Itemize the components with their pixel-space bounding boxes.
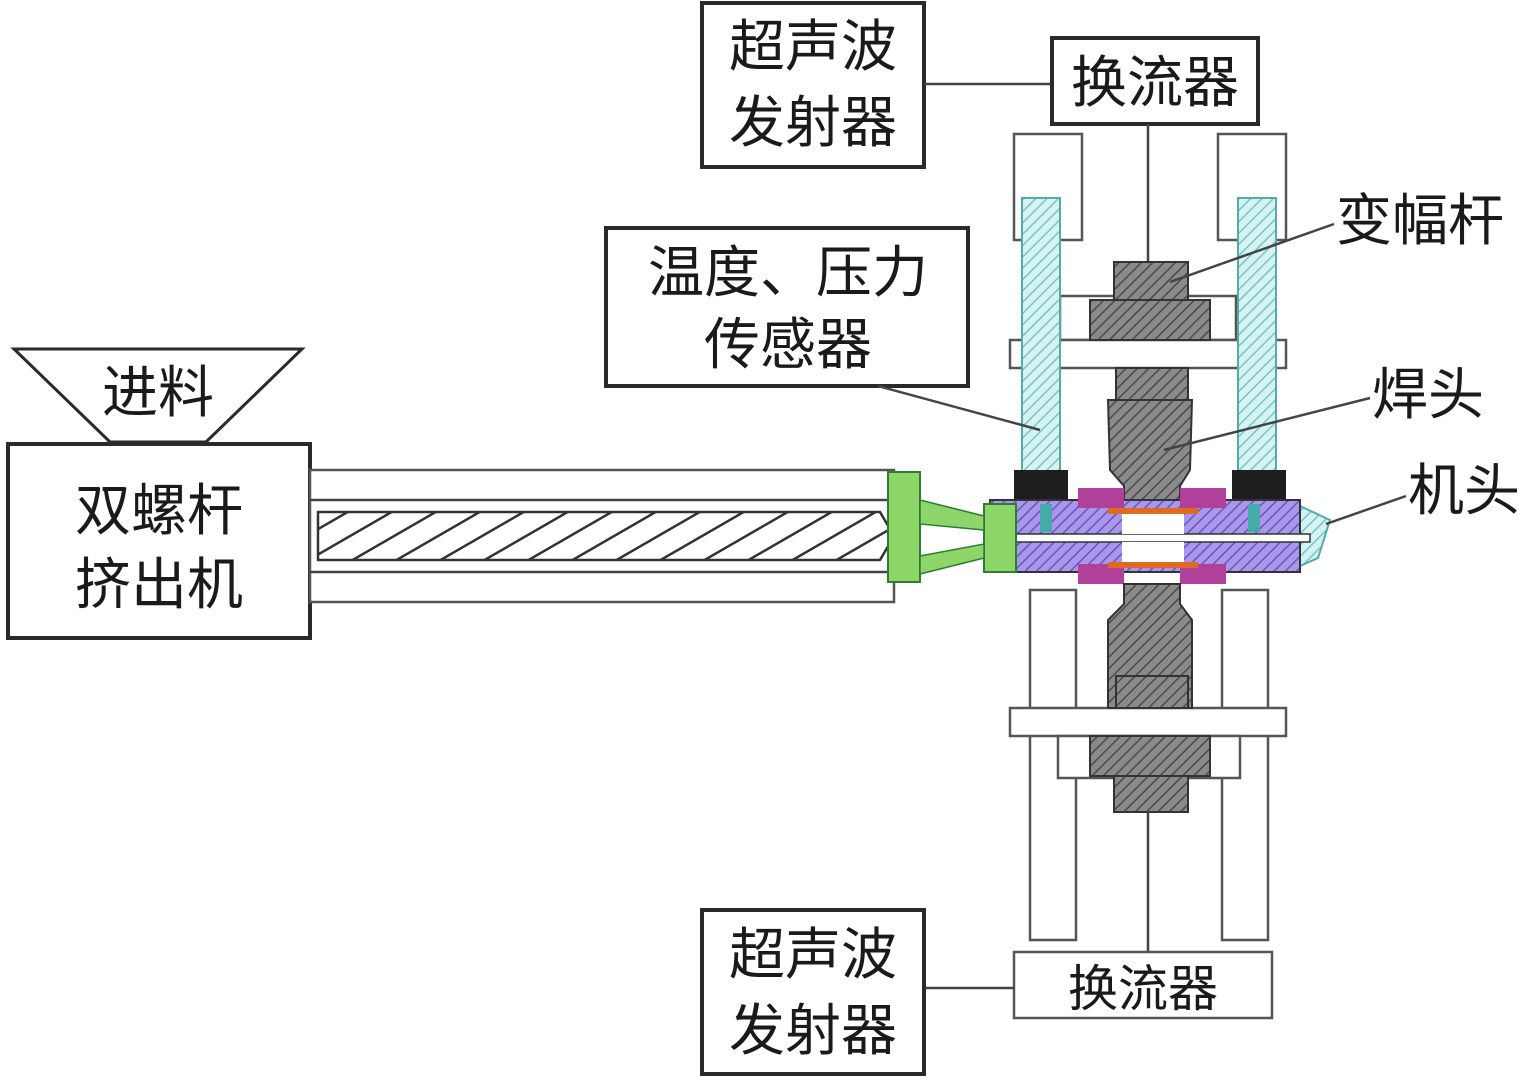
bottom-transducer-label: 换流器 <box>1068 960 1218 1018</box>
feed-label: 进料 <box>102 361 214 426</box>
horn-leader-line <box>1169 222 1335 284</box>
die-head-leader-line <box>1325 494 1407 526</box>
left-tie-rod-nut <box>1014 470 1068 504</box>
horn-label: 变幅杆 <box>1336 189 1504 254</box>
die-head-label: 机头 <box>1408 459 1520 524</box>
top-ultrasonic-generator: 超声波 发射器 <box>700 1 926 169</box>
die-body <box>983 488 1332 584</box>
bottom-ultrasonic-generator: 超声波 发射器 <box>700 908 926 1076</box>
twin-screw-extruder: 双螺杆 挤出机 <box>6 442 312 640</box>
sensor-label-box: 温度、压力 传感器 <box>604 226 970 388</box>
right-tie-rod-nut <box>1232 470 1286 504</box>
sensor-label-line1: 温度、压力 <box>648 241 928 306</box>
top-transducer: 换流器 <box>1050 36 1260 126</box>
upper-horn <box>1089 261 1211 509</box>
top-generator-label-line2: 发射器 <box>729 91 897 156</box>
extruder-label-line1: 双螺杆 <box>75 479 243 544</box>
weld-head-label: 焊头 <box>1372 363 1484 428</box>
bottom-generator-label-line1: 超声波 <box>729 923 897 988</box>
sensor-leader-line <box>877 384 1041 432</box>
bottom-generator-label-line2: 发射器 <box>729 999 897 1064</box>
screw <box>316 510 896 562</box>
left-tie-rod <box>1021 197 1061 509</box>
feed-hopper: 进料 <box>10 347 306 444</box>
extruder-barrel <box>308 468 985 604</box>
sensor-label-line2: 传感器 <box>704 313 872 378</box>
extruder-label-line2: 挤出机 <box>75 553 243 618</box>
top-transducer-label: 换流器 <box>1071 51 1239 116</box>
lower-horn <box>1089 583 1211 813</box>
weld-head-leader-line <box>1163 396 1371 452</box>
right-tie-rod <box>1237 197 1277 509</box>
top-generator-label-line1: 超声波 <box>729 15 897 80</box>
bottom-transducer: 换流器 <box>1012 950 1274 1020</box>
